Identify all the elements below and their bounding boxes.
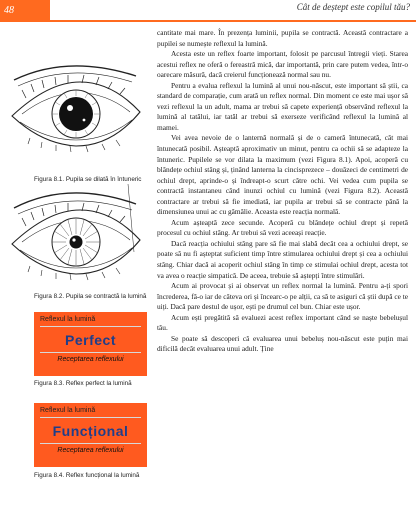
page-header: 48 Cât de deștept este copilul tău?: [0, 0, 416, 22]
constricted-eye-illustration: [11, 183, 141, 281]
reflex-card-functional: Reflexul la lumină Funcțional Receptarea…: [34, 403, 147, 467]
figure-caption: Figura 8.2. Pupila se contractă la lumin…: [34, 293, 147, 300]
reflex-card-perfect: Reflexul la lumină Perfect Receptarea re…: [34, 312, 147, 376]
paragraph: Acum ești pregătită să evaluezi acest re…: [157, 312, 408, 333]
body-text: cantitate mai mare. În prezența luminii,…: [157, 28, 408, 355]
card-subtitle: Receptarea reflexului: [57, 447, 124, 454]
card-subtitle: Receptarea reflexului: [57, 356, 124, 363]
figure-caption: Figura 8.3. Reflex perfect la lumină: [34, 380, 132, 387]
card-divider: [40, 443, 141, 444]
paragraph: Vei avea nevoie de o lanternă normală și…: [157, 133, 408, 217]
card-title: Reflexul la lumină: [40, 407, 96, 414]
paragraph: Dacă reacția ochiului stâng pare să fie …: [157, 238, 408, 280]
paragraph: Pentru a evalua reflexul la lumină al un…: [157, 80, 408, 132]
page-number: 48: [0, 0, 50, 22]
card-divider: [40, 326, 141, 327]
paragraph: Se poate să descoperi că evaluarea unui …: [157, 333, 408, 354]
book-title: Cât de deștept este copilul tău?: [296, 2, 410, 12]
card-divider: [40, 417, 141, 418]
dilated-eye-illustration: [11, 65, 141, 153]
figures-column: Figura 8.1. Pupila se dilată în întuneri…: [0, 22, 150, 509]
paragraph: Acum așteaptă zece secunde. Acoperă cu b…: [157, 217, 408, 238]
figure-caption: Figura 8.1. Pupila se dilată în întuneri…: [34, 176, 142, 183]
card-rating: Funcțional: [52, 423, 129, 439]
header-rule: [50, 20, 416, 22]
paragraph: Acum ai provocat și ai observat un refle…: [157, 281, 408, 312]
paragraph: cantitate mai mare. În prezența luminii,…: [157, 28, 408, 48]
paragraph: Acesta este un reflex foarte important, …: [157, 49, 408, 80]
card-title: Reflexul la lumină: [40, 316, 96, 323]
card-rating: Perfect: [65, 332, 116, 348]
figure-caption: Figura 8.4. Reflex funcțional la lumină: [34, 472, 140, 479]
card-divider: [40, 352, 141, 353]
